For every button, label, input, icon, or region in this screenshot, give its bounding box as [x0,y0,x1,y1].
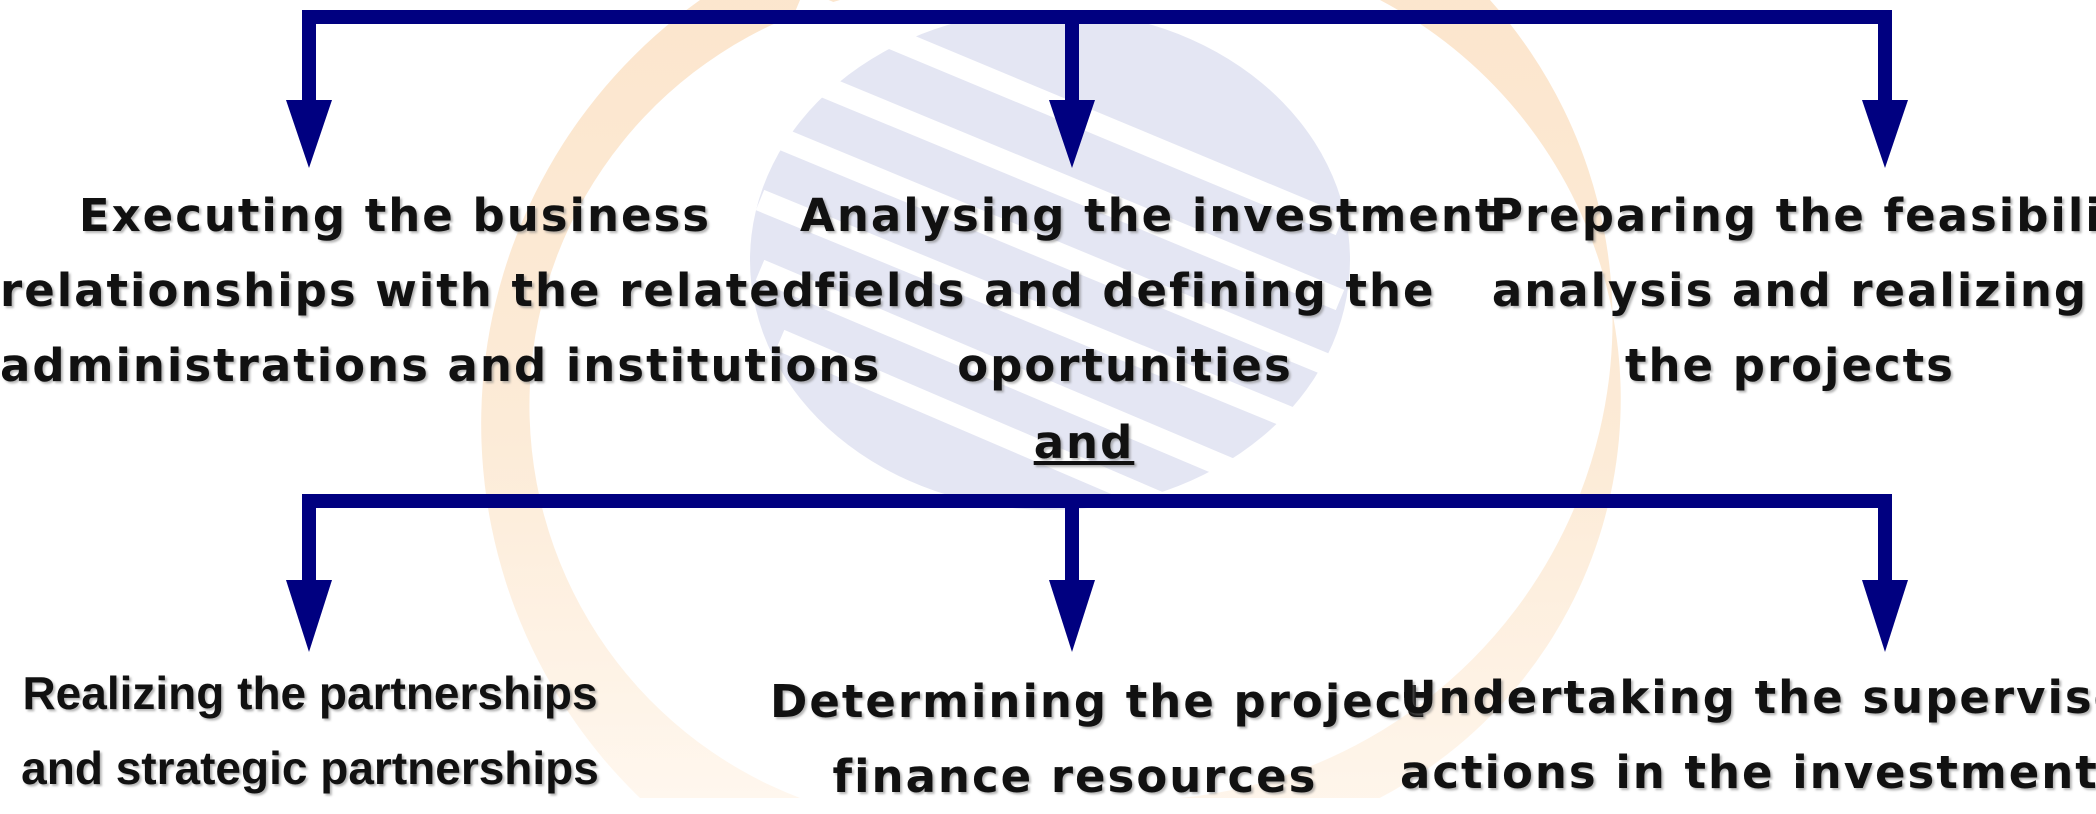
top-stem-left [302,10,316,105]
node-line: finance resources [832,750,1318,803]
node-analysing-investment-fields: Analysing the investment fields and defi… [800,178,1499,403]
top-horizontal-line [302,10,1892,24]
watermark-orange-ring [481,0,1621,798]
node-line: Analysing the investment [800,189,1499,242]
node-line: actions in the investments [1400,746,2096,799]
bottom-bracket [286,494,1908,652]
node-line: and strategic partnerships [21,742,599,794]
bottom-arrow-center [1049,580,1095,652]
top-arrow-center [1049,100,1095,168]
top-stem-center [1065,10,1079,105]
node-realizing-partnerships: Realizing the partnerships and strategic… [0,656,620,806]
node-line: Realizing the partnerships [22,667,598,719]
top-stem-right [1878,10,1892,105]
node-line: Executing the business [78,189,712,242]
node-determining-finance-resources: Determining the project finance resource… [770,664,1427,814]
node-line: Undertaking the supervisor [1400,671,2096,724]
bottom-horizontal-line [302,494,1892,508]
node-line: oportunities [957,339,1293,392]
bottom-arrow-right [1862,580,1908,652]
bottom-stem-center [1065,494,1079,584]
bottom-arrow-left [286,580,332,652]
bottom-stem-left [302,494,316,584]
node-line: the projects [1625,339,1955,392]
watermark-blue-globe [750,0,1350,531]
top-bracket [286,10,1908,168]
node-line: administrations and institutions [0,339,882,392]
node-undertaking-supervisor-actions: Undertaking the supervisor actions in th… [1400,660,2096,810]
node-line: fields and defining the [814,264,1436,317]
node-preparing-feasibility-analysis: Preparing the feasibility analysis and r… [1490,178,2096,403]
node-executing-business-relationships: Executing the business relationships wit… [0,178,882,403]
node-line: Preparing the feasibility [1490,189,2096,242]
node-line: analysis and realizing [1491,264,2089,317]
node-line: Determining the project [770,675,1427,728]
node-line: relationships with the related [0,264,816,317]
top-arrow-right [1862,100,1908,168]
joiner-and-label: and [1033,416,1135,469]
top-arrow-left [286,100,332,168]
bottom-stem-right [1878,494,1892,584]
